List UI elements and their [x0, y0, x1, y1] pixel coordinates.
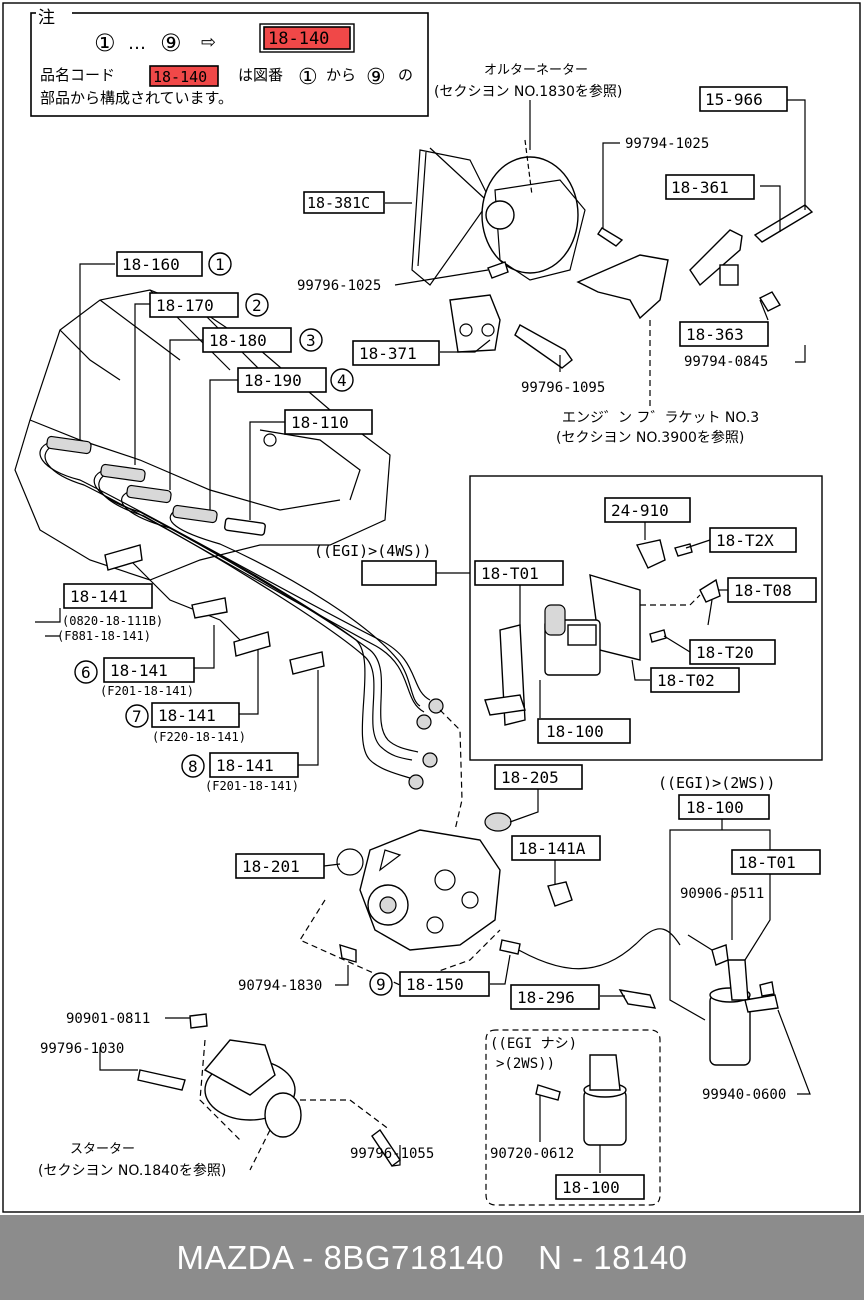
- note-kara: から: [326, 66, 356, 84]
- egi-nashi-box: [485, 1029, 661, 1206]
- ignition-group-box: [469, 475, 823, 761]
- note-dots: …: [128, 33, 146, 54]
- label-18-100-2ws: 18-100: [686, 798, 744, 817]
- label-99796-1025: 99796-1025: [297, 278, 381, 294]
- note-range-start: ①: [94, 29, 116, 57]
- label-18-363: 18-363: [686, 325, 744, 344]
- note-code-2: 18-140: [153, 68, 207, 86]
- callout-9: 9: [376, 975, 386, 994]
- label-15-966: 15-966: [705, 90, 763, 109]
- note-prefix: 品名コード: [40, 66, 115, 84]
- diagram-svg: 注 ① … ⑨ ⇨ 18-140 品名コード 18-140 は図番 ① から ⑨…: [2, 2, 861, 1213]
- label-99796-1055: 99796-1055: [350, 1146, 434, 1162]
- starter-illustration: [137, 1013, 401, 1171]
- condition-egi-2ws: ((EGI)>(2WS)): [658, 774, 775, 792]
- note-mid: は図番: [238, 66, 283, 84]
- label-90901-0811: 90901-0811: [66, 1011, 150, 1027]
- label-18-205: 18-205: [501, 768, 559, 787]
- note-line3: 部品から構成されています。: [40, 89, 233, 107]
- label-99940-0600: 99940-0600: [702, 1087, 786, 1103]
- starter-name: スターター: [70, 1142, 135, 1157]
- coil-2ws-illustration: [709, 944, 779, 1066]
- callout-1: 1: [215, 255, 225, 274]
- plug-wires: [39, 435, 463, 831]
- note-to: ⑨: [366, 65, 386, 90]
- starter-ref: (セクシヨン NO.1840を参照): [38, 1162, 226, 1179]
- label-18-141-6: 18-141: [110, 661, 168, 680]
- note-code-1: 18-140: [268, 29, 329, 49]
- label-18-201: 18-201: [242, 857, 300, 876]
- label-18-t02: 18-T02: [657, 671, 715, 690]
- label-18-141-8: 18-141: [216, 756, 274, 775]
- note-from: ①: [298, 65, 318, 90]
- label-18-296: 18-296: [517, 988, 575, 1007]
- condition-egi-nashi-1: ((EGI ナシ): [490, 1036, 577, 1052]
- label-18-141a: 18-141A: [518, 839, 586, 858]
- label-18-160: 18-160: [122, 255, 180, 274]
- label-18-180: 18-180: [209, 331, 267, 350]
- label-99796-1095: 99796-1095: [521, 380, 605, 396]
- label-18-361: 18-361: [671, 178, 729, 197]
- callout-2: 2: [252, 296, 262, 315]
- label-90906-0511: 90906-0511: [680, 886, 764, 902]
- label-f220-18-141-7: (F220-18-141): [152, 730, 246, 744]
- label-18-t2x: 18-T2X: [716, 531, 774, 550]
- label-18-150: 18-150: [406, 975, 464, 994]
- note-range-end: ⑨: [160, 29, 182, 57]
- leader-lines: [35, 99, 811, 1173]
- label-18-100-bottom: 18-100: [562, 1178, 620, 1197]
- footer-code: N - 18140: [538, 1238, 688, 1276]
- label-99794-1025: 99794-1025: [625, 136, 709, 152]
- bracket-name: エンジ゛ン フ゛ラケット NO.3: [562, 410, 759, 426]
- note-no: の: [398, 66, 413, 84]
- label-18-t08: 18-T08: [734, 581, 792, 600]
- label-90794-1830: 90794-1830: [238, 978, 322, 994]
- condition-egi-nashi-2: >(2WS)): [496, 1056, 555, 1072]
- label-f881-18-141: (F881-18-141): [57, 629, 151, 643]
- label-18-141-7: 18-141: [158, 706, 216, 725]
- label-18-381c: 18-381C: [307, 194, 370, 212]
- alternator-ref: (セクシヨン NO.1830を参照): [434, 83, 622, 100]
- label-0820-18-111b: (0820-18-111B): [62, 614, 163, 628]
- label-18-t01-2ws: 18-T01: [738, 853, 796, 872]
- footer-part-number: MAZDA - 8BG718140: [176, 1238, 505, 1276]
- label-18-371: 18-371: [359, 344, 417, 363]
- label-18-t01: 18-T01: [481, 564, 539, 583]
- footer-bar: MAZDA - 8BG718140 N - 18140: [0, 1215, 864, 1300]
- note-title: 注: [38, 8, 55, 28]
- callout-3: 3: [306, 331, 316, 350]
- part-labels: 15-966 99794-1025 18-381C 18-361 18-160 …: [40, 86, 821, 1200]
- frame: [2, 2, 861, 1213]
- clamp-illustrations: [104, 544, 325, 675]
- ignition-coil-illustration: [484, 539, 721, 726]
- callout-8: 8: [188, 757, 198, 776]
- distributor-illustration: [299, 812, 681, 1009]
- label-99796-1030: 99796-1030: [40, 1041, 124, 1057]
- callout-6: 6: [81, 663, 91, 682]
- label-90720-0612: 90720-0612: [490, 1146, 574, 1162]
- alternator-illustration: [411, 139, 814, 410]
- callout-7: 7: [132, 707, 142, 726]
- alternator-name: オルターネーター: [484, 63, 588, 78]
- label-18-110: 18-110: [291, 413, 349, 432]
- note-box: 注 ① … ⑨ ⇨ 18-140 品名コード 18-140 は図番 ① から ⑨…: [30, 6, 429, 117]
- coil-egi-nashi-illustration: [535, 1054, 627, 1146]
- label-24-910: 24-910: [611, 501, 669, 520]
- label-18-141-top: 18-141: [70, 587, 128, 606]
- callout-4: 4: [337, 371, 347, 390]
- label-f201-18-141-8: (F201-18-141): [205, 779, 299, 793]
- label-18-t20: 18-T20: [696, 643, 754, 662]
- label-18-190: 18-190: [244, 371, 302, 390]
- label-99794-0845: 99794-0845: [684, 354, 768, 370]
- parts-diagram: 注 ① … ⑨ ⇨ 18-140 品名コード 18-140 は図番 ① から ⑨…: [2, 2, 861, 1213]
- label-f201-18-141-6: (F201-18-141): [100, 684, 194, 698]
- label-18-100: 18-100: [546, 722, 604, 741]
- note-arrow: ⇨: [201, 32, 216, 53]
- bracket-ref: (セクシヨン NO.3900を参照): [556, 429, 744, 446]
- label-18-170: 18-170: [156, 296, 214, 315]
- condition-egi-4ws: ((EGI)>(4WS)): [314, 542, 431, 560]
- engine-block-illustration: [14, 289, 391, 641]
